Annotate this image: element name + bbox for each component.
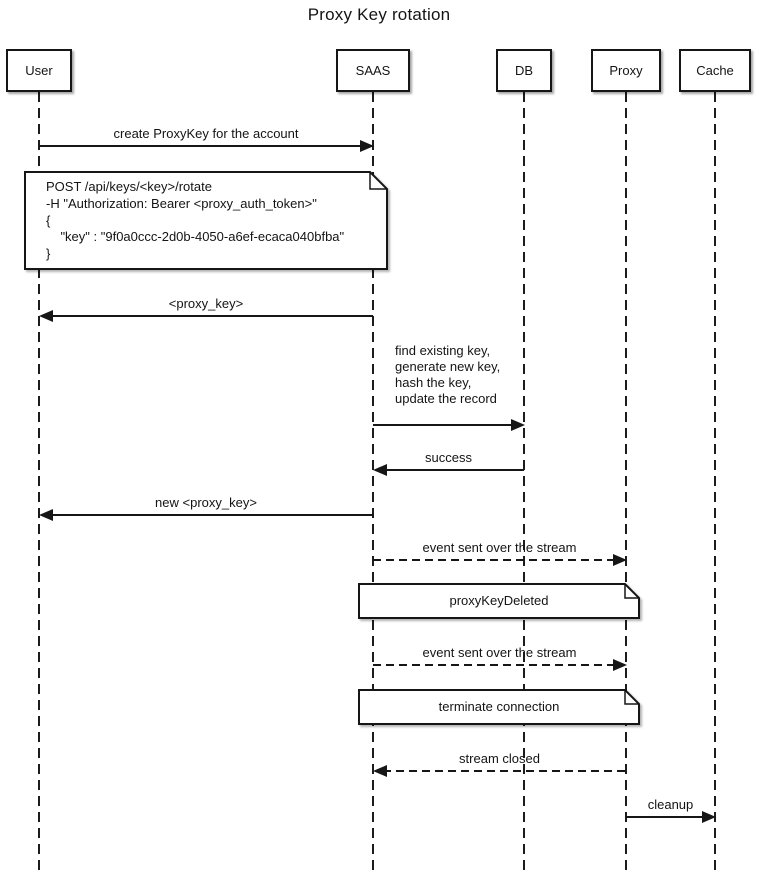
note-text-0: POST /api/keys/<key>/rotate -H "Authoriz… [46, 179, 345, 262]
diagram-title: Proxy Key rotation [307, 5, 451, 24]
message-line-8 [626, 816, 705, 818]
actor-saas: SAAS [336, 49, 410, 92]
actor-db: DB [496, 49, 552, 92]
message-arrowhead-6 [613, 659, 627, 671]
note-shape [358, 583, 640, 619]
lifeline-cache [714, 92, 716, 871]
lifeline-saas [372, 92, 374, 871]
message-arrowhead-7 [373, 765, 387, 777]
message-label-1: <proxy_key> [168, 296, 244, 311]
message-line-0 [39, 145, 363, 147]
actor-label-db: DB [514, 63, 534, 78]
message-arrowhead-0 [360, 140, 374, 152]
message-label-6: event sent over the stream [422, 645, 577, 660]
message-line-7 [383, 770, 626, 772]
lifeline-proxy [625, 92, 627, 871]
message-arrowhead-2 [511, 419, 525, 431]
message-arrowhead-8 [702, 811, 716, 823]
actor-proxy: Proxy [591, 49, 661, 92]
message-arrowhead-1 [39, 310, 53, 322]
message-label-2: find existing key, generate new key, has… [395, 343, 501, 406]
message-label-8: cleanup [647, 797, 694, 812]
message-line-4 [49, 514, 373, 516]
note-0: POST /api/keys/<key>/rotate -H "Authoriz… [24, 171, 388, 270]
message-line-6 [373, 664, 616, 666]
message-line-5 [373, 559, 616, 561]
message-line-2 [373, 424, 514, 426]
note-1: proxyKeyDeleted [358, 583, 640, 619]
actor-user: User [6, 49, 72, 92]
lifeline-db [523, 92, 525, 871]
actor-label-user: User [25, 63, 53, 78]
actor-label-proxy: Proxy [609, 63, 643, 78]
lifeline-user [38, 92, 40, 871]
message-label-5: event sent over the stream [422, 540, 577, 555]
actor-label-saas: SAAS [355, 63, 391, 78]
message-line-3 [383, 469, 524, 471]
message-label-7: stream closed [459, 751, 540, 766]
message-arrowhead-4 [39, 509, 53, 521]
note-text-2: terminate connection [438, 698, 560, 714]
note-shape [24, 171, 388, 270]
note-shape [358, 689, 640, 725]
message-label-3: success [425, 450, 472, 465]
message-label-0: create ProxyKey for the account [113, 126, 299, 141]
note-text-1: proxyKeyDeleted [449, 592, 549, 608]
message-arrowhead-3 [373, 464, 387, 476]
message-line-1 [49, 315, 373, 317]
actor-label-cache: Cache [696, 63, 734, 78]
actor-cache: Cache [679, 49, 751, 92]
message-label-4: new <proxy_key> [155, 495, 257, 510]
message-arrowhead-5 [613, 554, 627, 566]
note-2: terminate connection [358, 689, 640, 725]
